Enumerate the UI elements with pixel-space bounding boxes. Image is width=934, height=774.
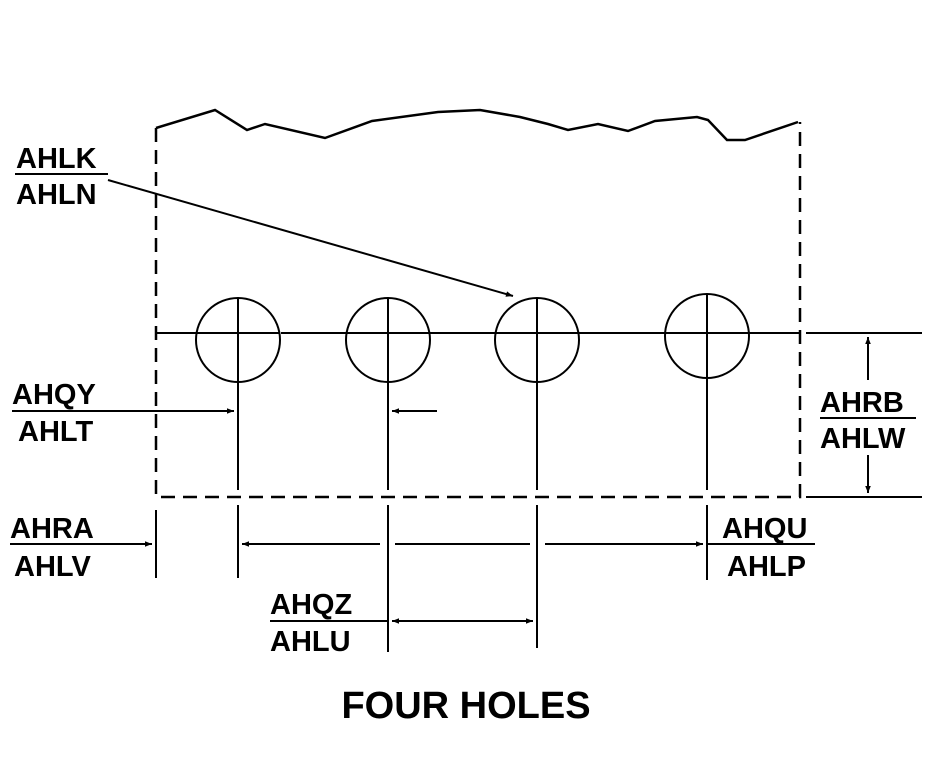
callout-hole-spacing-top: AHQZ xyxy=(270,589,352,621)
diagram-title: FOUR HOLES xyxy=(341,685,590,727)
extension-lines xyxy=(155,380,922,652)
callout-first-to-last-top: AHQU xyxy=(722,513,807,545)
hole-2 xyxy=(345,297,431,384)
callout-edge-to-first-hole-bottom: AHLT xyxy=(18,416,93,448)
callout-edge-to-first-hole-top: AHQY xyxy=(12,379,96,411)
callout-first-to-last-bottom: AHLP xyxy=(727,551,806,583)
hole-4 xyxy=(664,293,750,380)
callout-edge-offset-top: AHRA xyxy=(10,513,94,545)
callout-edge-to-row-bottom: AHLW xyxy=(820,423,906,455)
callout-hole-diameter-bottom: AHLN xyxy=(16,179,97,211)
dimension-arrows xyxy=(10,337,871,624)
callout-bars xyxy=(10,173,916,622)
hole-leader-arrow xyxy=(107,179,514,297)
hole-1 xyxy=(195,297,281,384)
hole-3 xyxy=(494,297,580,384)
part-break-line xyxy=(155,108,799,142)
callout-hole-spacing-bottom: AHLU xyxy=(270,626,351,658)
callout-edge-offset-bottom: AHLV xyxy=(14,551,91,583)
callout-hole-diameter-top: AHLK xyxy=(16,143,97,175)
callout-edge-to-row-top: AHRB xyxy=(820,387,904,419)
part-outline xyxy=(154,122,802,499)
